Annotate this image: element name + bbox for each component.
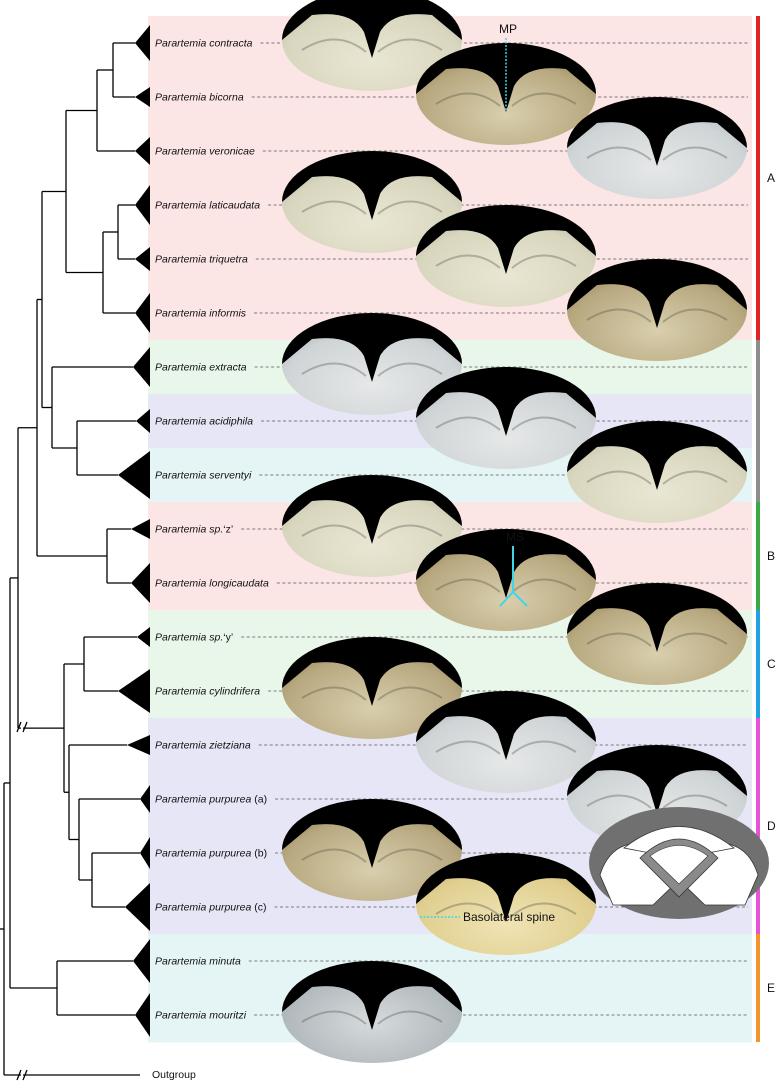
taxon-label: Parartemia sp.‘y’ xyxy=(155,632,233,644)
specimen-photo xyxy=(567,421,747,523)
group-bar xyxy=(756,610,760,718)
group-label: E xyxy=(767,981,775,995)
schematic-drawing xyxy=(589,807,769,919)
group-bar xyxy=(756,16,760,340)
clade-wedge xyxy=(118,451,150,499)
clade-wedge xyxy=(133,347,150,387)
clade-wedge xyxy=(127,735,150,755)
specimen-photo xyxy=(416,205,596,307)
ms-label: MS xyxy=(506,530,524,544)
clade-wedge xyxy=(136,409,150,433)
group-bar xyxy=(756,340,760,502)
specimen-photo xyxy=(416,529,596,631)
specimen-photo xyxy=(416,691,596,793)
taxon-label: Parartemia acidiphila xyxy=(155,416,253,428)
taxon-label: Parartemia triquetra xyxy=(155,254,248,266)
clade-wedge xyxy=(140,785,150,813)
taxon-label: Parartemia informis xyxy=(155,308,247,320)
taxon-label: Parartemia extracta xyxy=(155,362,247,374)
taxon-label: Parartemia laticaudata xyxy=(155,200,260,212)
group-bar xyxy=(756,718,760,934)
taxon-label: Parartemia minuta xyxy=(155,956,241,968)
specimen-photo xyxy=(416,853,596,955)
taxon-label: Parartemia cylindrifera xyxy=(155,686,260,698)
taxon-label: Parartemia serventyi xyxy=(155,470,252,482)
taxon-label: Parartemia sp.‘z’ xyxy=(155,524,233,536)
taxon-label: Parartemia contracta xyxy=(155,38,253,50)
taxon-label: Parartemia zietziana xyxy=(155,740,251,752)
group-label: C xyxy=(767,657,776,671)
taxon-label: Parartemia purpurea (b) xyxy=(155,848,267,860)
taxon-label: Parartemia purpurea (c) xyxy=(155,902,266,914)
taxon-label: Parartemia veronicae xyxy=(155,146,255,158)
specimen-photo xyxy=(567,259,747,361)
phylogenetic-tree xyxy=(0,43,140,1080)
group-bar xyxy=(756,502,760,610)
clade-wedge xyxy=(135,293,150,333)
taxon-label: Parartemia longicaudata xyxy=(155,578,269,590)
specimen-photo xyxy=(282,961,462,1063)
outgroup-label: Outgroup xyxy=(152,1069,196,1081)
specimen-photo xyxy=(567,583,747,685)
taxon-label: Parartemia bicorna xyxy=(155,92,244,104)
clade-wedge xyxy=(137,627,150,647)
group-label: A xyxy=(767,171,775,185)
clade-wedge xyxy=(125,883,150,931)
group-label: B xyxy=(767,549,775,563)
basolateral-spine-label: Basolateral spine xyxy=(463,910,555,924)
clade-wedge xyxy=(133,939,150,983)
clade-wedge xyxy=(135,185,150,225)
collapsed-clade-wedges xyxy=(118,25,150,1037)
specimen-photo xyxy=(416,367,596,469)
clade-wedge xyxy=(131,519,150,539)
clade-wedge xyxy=(118,669,150,713)
clade-wedge xyxy=(131,563,150,603)
clade-wedge xyxy=(140,837,150,869)
clade-wedge xyxy=(135,87,150,107)
mp-label: MP xyxy=(499,22,517,36)
clade-wedge xyxy=(135,25,150,61)
clade-wedge xyxy=(135,247,150,271)
group-label: D xyxy=(767,819,776,833)
specimen-photo xyxy=(567,97,747,199)
clade-wedge xyxy=(135,137,150,165)
clade-wedge xyxy=(135,993,150,1037)
taxon-label: Parartemia purpurea (a) xyxy=(155,794,267,806)
taxon-label: Parartemia mouritzi xyxy=(155,1010,247,1022)
group-bar xyxy=(756,934,760,1042)
